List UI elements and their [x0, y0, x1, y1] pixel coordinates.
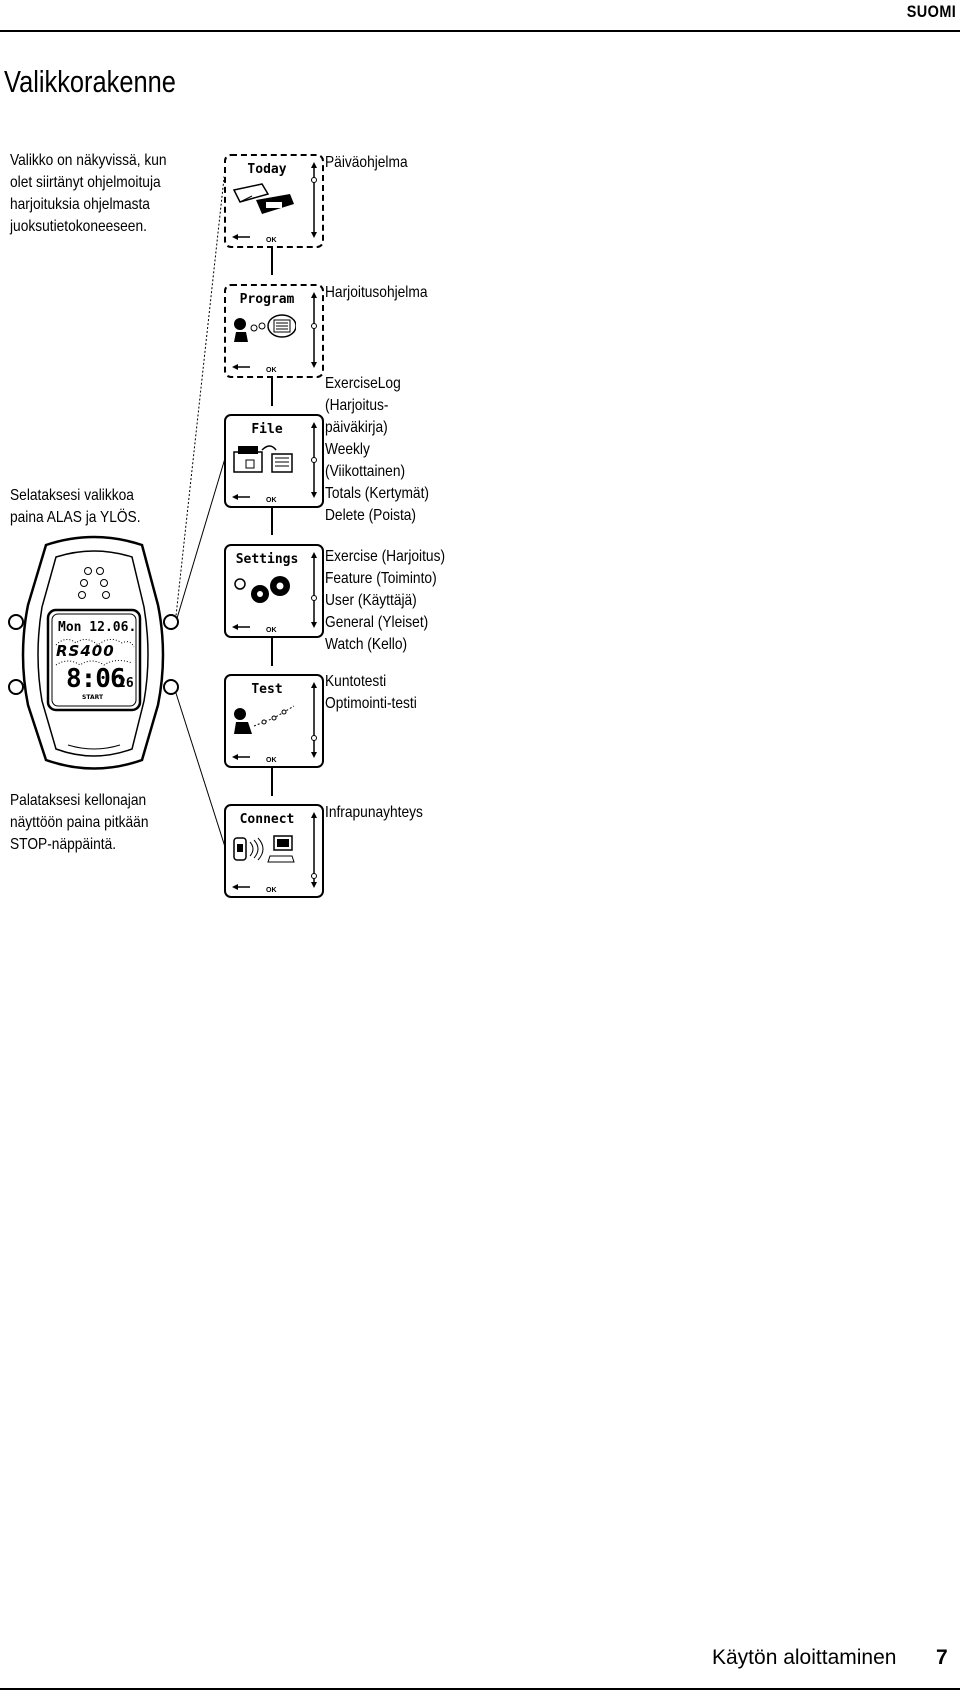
- scroll-hint-line: paina ALAS ja YLÖS.: [10, 509, 141, 526]
- screen-test: Test OK: [224, 674, 324, 768]
- screen-title: Program: [239, 292, 295, 307]
- screen-today: Today OK: [224, 154, 324, 248]
- intro-line: juoksutietokoneeseen.: [10, 218, 147, 235]
- watch-start-label: START: [82, 694, 104, 701]
- return-hint-line: STOP-näppäintä.: [10, 836, 117, 853]
- menu-item: Feature (Toiminto): [325, 570, 437, 587]
- menu-item: Delete (Poista): [325, 507, 417, 524]
- screen-title: Connect: [239, 812, 295, 827]
- menu-item: Kuntotesti: [325, 673, 387, 690]
- envelope-icon: [232, 183, 294, 214]
- scroll-arrows-icon: [311, 292, 317, 368]
- screen-program: Program OK: [224, 284, 324, 378]
- menu-item: Infrapunayhteys: [325, 804, 423, 821]
- scroll-arrows-icon: [311, 812, 317, 888]
- menu-item: ExerciseLog: [325, 375, 401, 392]
- watch-illustration: [8, 535, 179, 770]
- menu-item: Harjoitusohjelma: [325, 284, 428, 301]
- watch-time: 8:06: [66, 664, 126, 694]
- menu-item: (Viikottainen): [325, 463, 406, 480]
- ok-label: OK: [266, 237, 277, 244]
- menu-item: Päiväohjelma: [325, 154, 408, 171]
- scroll-arrows-icon: [311, 162, 317, 238]
- menu-items-program: Harjoitusohjelma: [325, 282, 427, 304]
- menu-items-test: Kuntotesti Optimointi-testi: [325, 671, 417, 715]
- back-arrow-icon: [232, 494, 250, 500]
- scroll-arrows-icon: [311, 552, 317, 628]
- intro-line: Valikko on näkyvissä, kun: [10, 152, 167, 169]
- menu-item: päiväkirja): [325, 419, 388, 436]
- screen-settings: Settings OK: [224, 544, 324, 638]
- header-divider: [0, 30, 960, 32]
- screen-title: Today: [247, 162, 287, 177]
- intro-text: Valikko on näkyvissä, kun olet siirtänyt…: [10, 150, 167, 238]
- scroll-arrows-icon: [311, 422, 317, 498]
- ok-label: OK: [266, 497, 277, 504]
- runner-test-icon: [234, 705, 295, 734]
- screen-title: Settings: [235, 552, 299, 567]
- menu-items-file: ExerciseLog (Harjoitus- päiväkirja) Week…: [325, 373, 429, 527]
- return-hint-line: Palataksesi kellonajan: [10, 792, 147, 809]
- return-hint-line: näyttöön paina pitkään: [10, 814, 149, 831]
- watch-seconds: 26: [118, 676, 134, 691]
- ok-label: OK: [266, 757, 277, 764]
- intro-line: harjoituksia ohjelmasta: [10, 196, 150, 213]
- back-arrow-icon: [232, 754, 250, 760]
- language-label: SUOMI: [906, 2, 956, 21]
- scroll-hint-line: Selataksesi valikkoa: [10, 487, 134, 504]
- back-arrow-icon: [232, 364, 250, 370]
- back-arrow-icon: [232, 624, 250, 630]
- screen-title: File: [251, 422, 283, 437]
- menu-item: (Harjoitus-: [325, 397, 389, 414]
- footer-section-title: Käytön aloittaminen: [712, 1646, 897, 1669]
- screen-file: File OK: [224, 414, 324, 508]
- screen-connect: Connect OK: [224, 804, 324, 898]
- scroll-arrows-icon: [311, 682, 317, 758]
- program-icon: [234, 314, 296, 342]
- screen-title: Test: [251, 682, 283, 697]
- ok-label: OK: [266, 887, 277, 894]
- menu-item: Optimointi-testi: [325, 695, 417, 712]
- gears-icon: [234, 576, 290, 603]
- menu-item: Exercise (Harjoitus): [325, 548, 446, 565]
- watch-model: RS400: [56, 642, 115, 660]
- back-arrow-icon: [232, 884, 250, 890]
- file-folder-icon: [233, 445, 293, 473]
- menu-item: User (Käyttäjä): [325, 592, 417, 609]
- infrared-connect-icon: [233, 835, 295, 863]
- menu-item: Weekly: [325, 441, 370, 458]
- scroll-hint-text: Selataksesi valikkoa paina ALAS ja YLÖS.: [10, 485, 141, 529]
- page-title: Valikkorakenne: [4, 64, 176, 99]
- menu-items-today: Päiväohjelma: [325, 152, 408, 174]
- return-hint-text: Palataksesi kellonajan näyttöön paina pi…: [10, 790, 148, 856]
- intro-line: olet siirtänyt ohjelmoituja: [10, 174, 161, 191]
- menu-item: Watch (Kello): [325, 636, 408, 653]
- menu-item: General (Yleiset): [325, 614, 429, 631]
- page-number: 7: [936, 1646, 948, 1669]
- menu-items-connect: Infrapunayhteys: [325, 802, 423, 824]
- watch-date: Mon 12.06.: [58, 620, 137, 635]
- ok-label: OK: [266, 627, 277, 634]
- menu-item: Totals (Kertymät): [325, 485, 429, 502]
- back-arrow-icon: [232, 234, 250, 240]
- menu-items-settings: Exercise (Harjoitus) Feature (Toiminto) …: [325, 546, 445, 656]
- footer-divider: [0, 1688, 960, 1690]
- ok-label: OK: [266, 367, 277, 374]
